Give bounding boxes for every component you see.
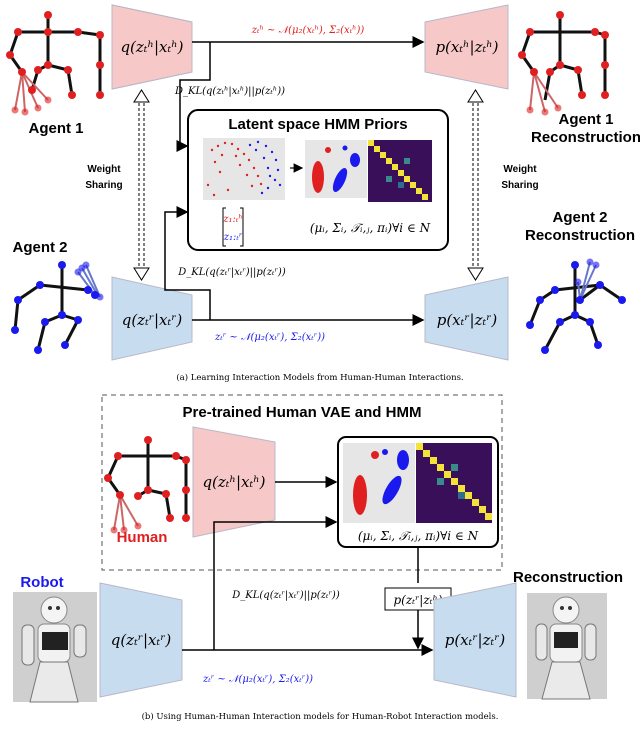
sample-h-label: zₜʰ ~ 𝒩(μ₂(xₜʰ), Σ₂(xₜʰ)) — [251, 25, 365, 36]
robot-left-image — [13, 592, 97, 703]
agent1-recon-label-1: Agent 1 — [558, 111, 613, 128]
robot-kl-label: D_KL(q(zₜʳ|xₜʳ)||p(zₜʳ)) — [231, 590, 340, 601]
pretrained-title: Pre-trained Human VAE and HMM — [183, 404, 422, 421]
hmm-params-top: (μᵢ, Σᵢ, 𝒯ᵢ,ⱼ, πᵢ)∀i ∈ N — [310, 221, 431, 235]
robot-encoder-r-label: q(zₜʳ|xₜʳ) — [111, 631, 172, 649]
pretrained-gmm-plot — [343, 443, 415, 523]
weight-sharing-right-1: Weight — [503, 164, 537, 175]
recon-label: Reconstruction — [513, 569, 623, 586]
caption-a: (a) Learning Interaction Models from Hum… — [176, 372, 463, 383]
pretrained-transition-matrix — [416, 443, 492, 523]
pretrained-encoder-h-label: q(zₜʰ|xₜʰ) — [202, 473, 265, 491]
agent1-recon-joints — [518, 11, 609, 116]
sample-r-label: zₜʳ ~ 𝒩(μ₂(xₜʳ), Σ₂(xₜʳ)) — [214, 332, 325, 343]
kl-h-label: D_KL(q(zₜʰ|xₜʰ)||p(zₜʰ)) — [174, 86, 285, 97]
robot-kl-arrow — [213, 516, 338, 650]
agent2-label: Agent 2 — [12, 239, 67, 256]
human-joints — [104, 436, 190, 534]
agent1-recon-label-2: Reconstruction — [531, 129, 640, 146]
latent-r-seq: z₁:ₜʳ — [223, 232, 243, 243]
robot-right-image — [527, 593, 607, 700]
human-label: Human — [117, 529, 168, 546]
weight-sharing-left-arrow — [133, 89, 150, 281]
pretrained-encoder-h-shape — [192, 426, 276, 538]
transition-matrix-plot — [368, 140, 432, 202]
robot-encoder-r-shape — [99, 582, 183, 698]
caption-b: (b) Using Human-Human Interaction models… — [142, 711, 499, 722]
agent2-recon-joints — [526, 258, 626, 354]
latent-sequence-vector — [222, 207, 244, 247]
agent1-joints — [6, 11, 104, 116]
decoder-r-shape — [424, 276, 509, 361]
agent2-joints — [11, 261, 104, 354]
cond-prior-label: p(zₜʳ|zₜʰ) — [393, 593, 442, 607]
gmm-ellipses-plot — [305, 140, 367, 198]
agent2-recon-skeleton-icon — [528, 261, 623, 351]
robot-sample-label: zₜʳ ~ 𝒩(μ₂(xₜʳ), Σ₂(xₜʳ)) — [202, 674, 313, 685]
decoder-h-shape — [424, 4, 509, 90]
weight-sharing-left-2: Sharing — [85, 180, 122, 191]
decoder-h-label: p(xₜʰ|zₜʰ) — [435, 38, 498, 56]
pretrained-dashed-box — [101, 394, 503, 571]
weight-sharing-right-2: Sharing — [501, 180, 538, 191]
robot-decoder-r-label: p(xₜʳ|zₜʳ) — [445, 631, 506, 649]
agent1-label: Agent 1 — [28, 120, 83, 137]
agent1-skeleton-icon — [8, 15, 102, 113]
agent2-recon-label-1: Agent 2 — [552, 209, 607, 226]
hmm-prior-title: Latent space HMM Priors — [228, 116, 407, 133]
robot-label: Robot — [20, 574, 63, 591]
hmm-params-bottom: (μᵢ, Σᵢ, 𝒯ᵢ,ⱼ, πᵢ)∀i ∈ N — [358, 529, 479, 543]
kl-r-label: D_KL(q(zₜʳ|xₜʳ)||p(zₜʳ)) — [177, 267, 286, 278]
latent-scatter-plot — [203, 138, 285, 200]
latent-h-seq: z₁:ₜʰ — [222, 214, 242, 225]
agent2-skeleton-icon — [13, 264, 101, 351]
kl-r-arrow — [164, 206, 211, 320]
agent2-recon-label-2: Reconstruction — [525, 227, 635, 244]
encoder-r-label: q(zₜʳ|xₜʳ) — [122, 311, 183, 329]
robot-decoder-r-shape — [433, 582, 517, 698]
decoder-r-label: p(xₜʳ|zₜʳ) — [437, 311, 498, 329]
kl-h-arrow — [176, 42, 211, 152]
weight-sharing-left-1: Weight — [87, 164, 121, 175]
encoder-h-label: q(zₜʰ|xₜʰ) — [120, 38, 183, 56]
weight-sharing-right-arrow — [467, 89, 484, 281]
